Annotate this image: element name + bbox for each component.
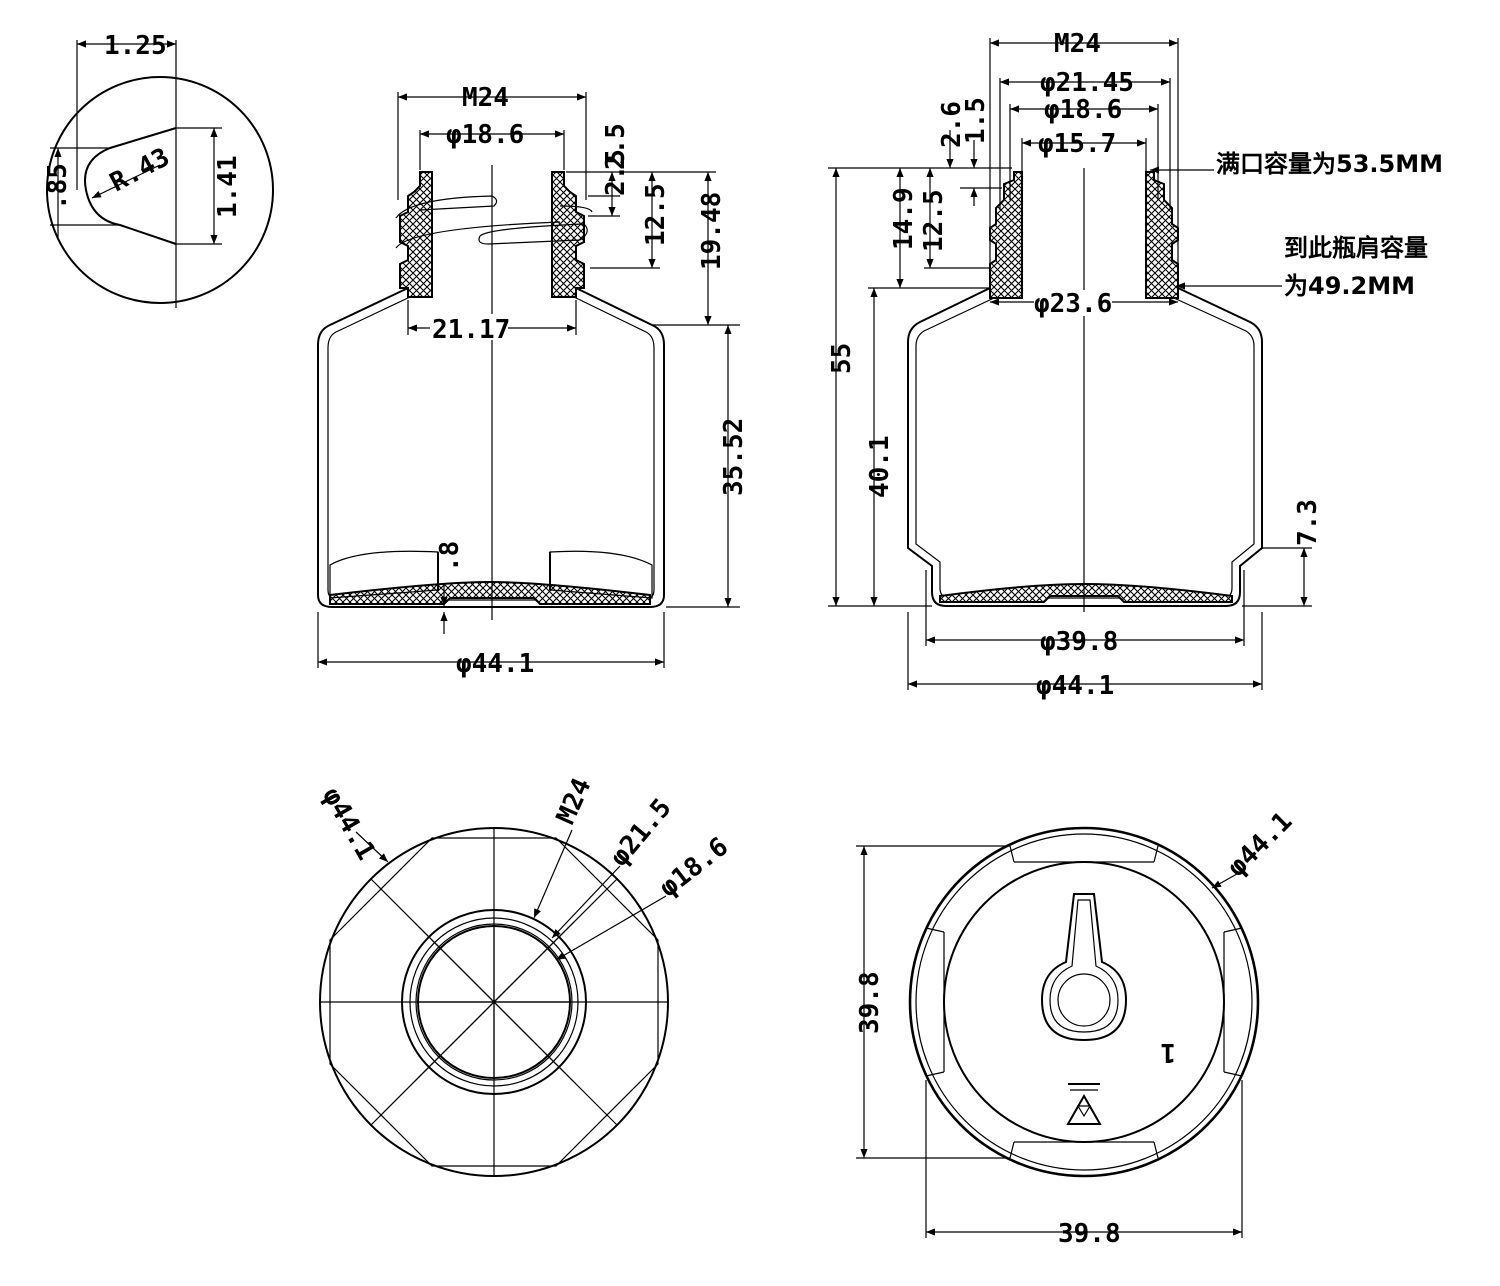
note-full-capacity: 满口容量为53.5MM — [1216, 150, 1443, 178]
section-neck-length-label: 12.5 — [919, 189, 949, 252]
front-base-thickness-label: .8 — [435, 541, 465, 572]
section-inner-bore-label: φ15.7 — [1038, 129, 1116, 159]
section-total-height-label: 55 — [827, 343, 857, 374]
detail-height-label: .85 — [43, 163, 73, 210]
front-neck-width-label: 21.17 — [432, 315, 510, 345]
detail-width-label: 1.25 — [104, 31, 167, 61]
bottom-diameter-label: φ44.1 — [1222, 806, 1299, 883]
detail-radius-label: R.43 — [105, 142, 174, 198]
top-thread-label: M24 — [551, 774, 598, 829]
section-body-height-label: 40.1 — [865, 435, 895, 498]
section-base-diameter-label: φ39.8 — [1040, 627, 1118, 657]
section-shoulder-diameter-label: φ23.6 — [1034, 289, 1112, 319]
note-shoulder-capacity-line2: 为49.2MM — [1284, 272, 1415, 300]
top-diameter-label: φ44.1 — [316, 783, 381, 866]
recycle-icon — [1066, 1083, 1102, 1125]
mold-number-label: 1 — [1160, 1037, 1176, 1067]
detail-depth-label: 1.41 — [213, 155, 243, 218]
front-bore-label: φ18.6 — [446, 120, 524, 150]
section-base-height-label: 7.3 — [1293, 499, 1323, 546]
front-thread-label: M24 — [462, 83, 509, 113]
front-neck-length-label: 12.5 — [641, 183, 671, 246]
bottom-height-label: 39.8 — [855, 971, 885, 1034]
section-lip-small-label: 1.5 — [961, 97, 991, 144]
note-shoulder-capacity-line1: 到此瓶肩容量 — [1284, 234, 1428, 262]
section-thread-label: M24 — [1054, 29, 1101, 59]
section-thread-inner-label: φ18.6 — [1044, 95, 1122, 125]
section-view: M24 φ21.45 φ18.6 φ15.7 2.6 1.5 14.9 12.5… — [827, 29, 1443, 701]
top-d215-label: φ21.5 — [604, 793, 677, 872]
section-diameter-label: φ44.1 — [1036, 671, 1114, 701]
front-diameter-label: φ44.1 — [456, 649, 534, 679]
front-top-offset-label: 2.5 — [601, 123, 631, 170]
section-lip-height-label: 2.6 — [937, 101, 967, 148]
section-neck-height-label: 14.9 — [889, 187, 919, 250]
section-thread-outer-label: φ21.45 — [1040, 68, 1134, 98]
front-neck-height-label: 19.48 — [697, 192, 727, 270]
top-view: φ44.1 M24 φ21.5 φ18.6 — [316, 774, 734, 1177]
front-thread-start-label: 2.5 — [601, 149, 631, 196]
front-body-height-label: 35.52 — [719, 418, 749, 496]
front-view: M24 φ18.6 2.5 2.5 12.5 19.48 35.52 21.17… — [317, 83, 749, 679]
thread-detail-view: 1.25 .85 R.43 1.41 — [43, 31, 274, 308]
top-d186-label: φ18.6 — [654, 832, 734, 904]
bottom-width-label: 39.8 — [1058, 1219, 1121, 1249]
bottom-view: 1 39.8 39.8 φ44.1 — [855, 806, 1298, 1249]
